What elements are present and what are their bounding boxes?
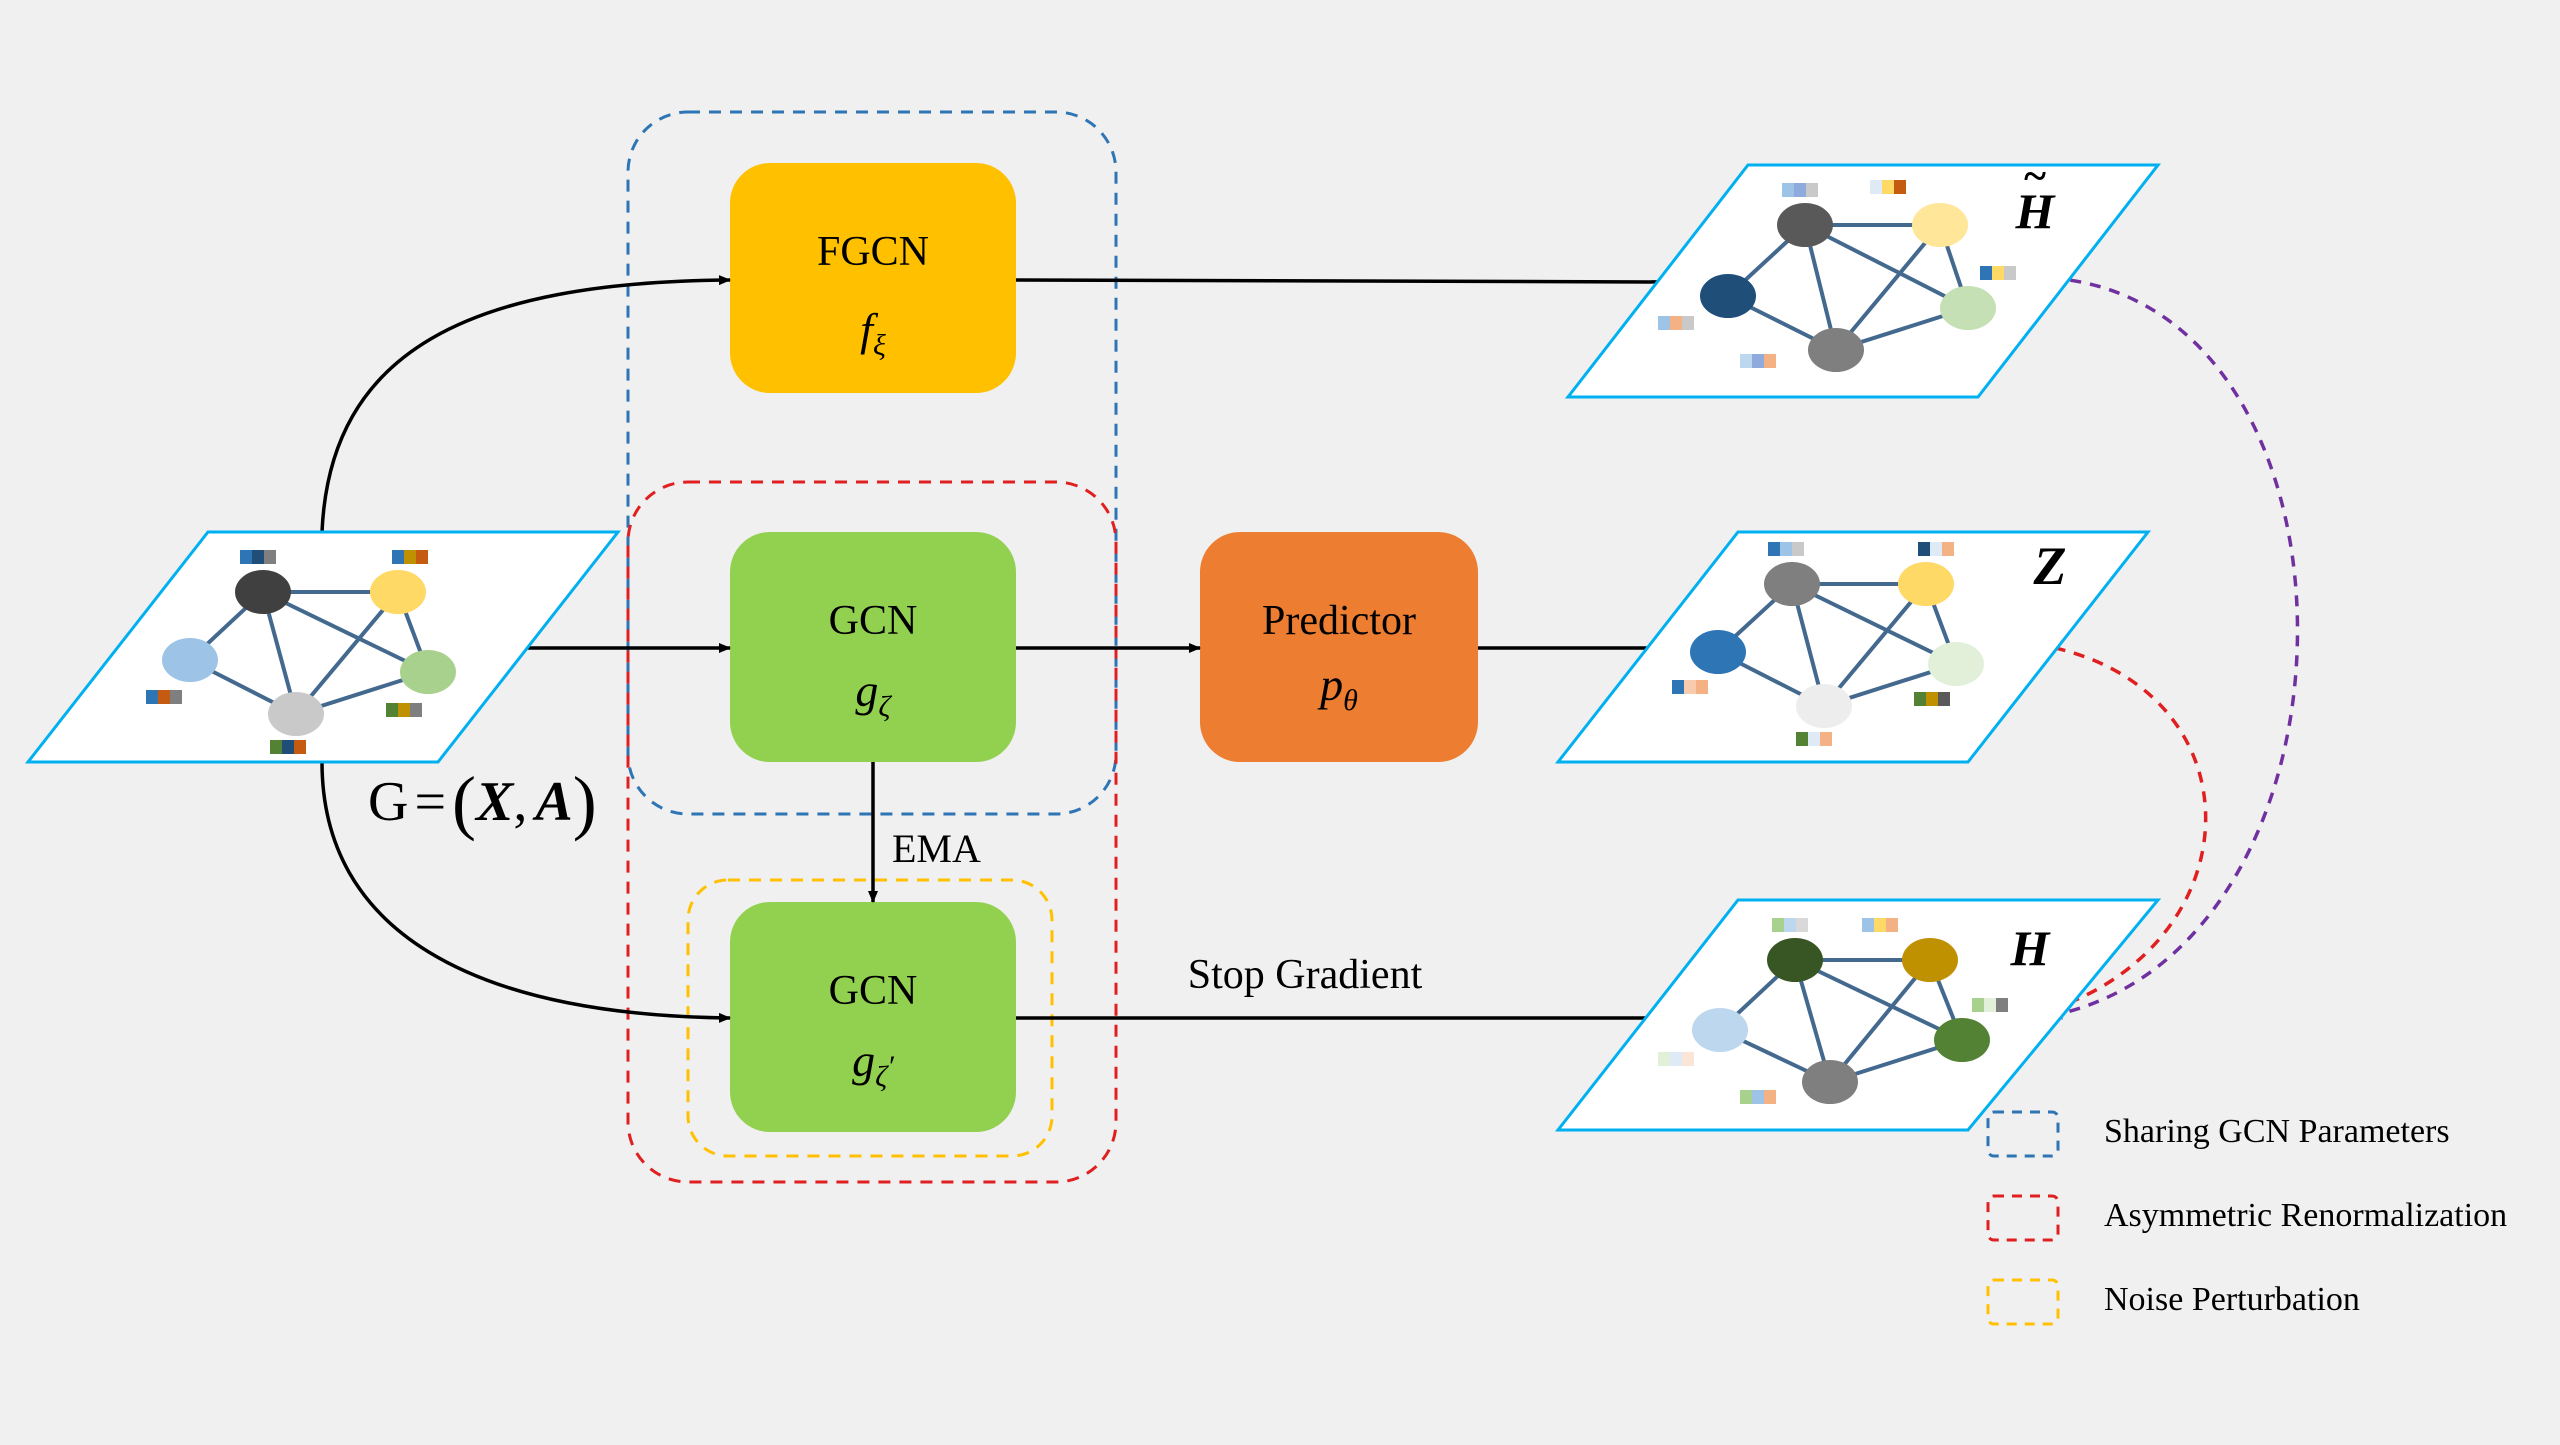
fgcn-box [730,163,1016,393]
feature-swatch [392,550,428,564]
gcn-online-title: GCN [829,598,918,644]
input-node [400,650,456,694]
feature-swatch [386,703,422,717]
gcn-target-box [730,902,1016,1132]
h-tilde-node [1940,286,1996,330]
h-tilde-node [1912,203,1968,247]
feature-swatch [1772,918,1808,932]
gcn-target-module: GCN gζ′ [730,902,1016,1132]
gcn-target-title: GCN [829,968,918,1014]
dashed-link-h-to-z [2033,639,2208,1012]
h-node [1692,1008,1748,1052]
h-node [1767,938,1823,982]
legend-swatch-noise [1986,1278,2060,1326]
feature-swatch [1658,1052,1694,1066]
predictor-module: Predictor pθ [1200,532,1478,762]
z-node [1690,630,1746,674]
dashed-link-h-to-htilde [2048,272,2300,1020]
feature-swatch [146,690,182,704]
predictor-box [1200,532,1478,762]
legend-label-noise: Noise Perturbation [2104,1281,2360,1318]
ema-label: EMA [892,826,981,871]
legend-label-asymmetric: Asymmetric Renormalization [2104,1197,2507,1234]
legend-label-sharing: Sharing GCN Parameters [2104,1113,2450,1150]
output-graph-h-tilde: H ~ [1564,154,2162,399]
z-node [1898,562,1954,606]
h-node [1802,1060,1858,1104]
feature-swatch [1862,918,1898,932]
h-tilde-node [1808,328,1864,372]
output-graph-z: Z [1554,530,2152,764]
legend-swatch-asymmetric [1986,1194,2060,1242]
feature-swatch [1658,316,1694,330]
input-graph-formula: G=(X,A) [368,762,597,842]
legend-swatch-sharing [1986,1110,2060,1158]
gcn-online-module: GCN gζ [730,532,1016,762]
feature-swatch [1918,542,1954,556]
feature-swatch [240,550,276,564]
h-label: H [2010,920,2052,976]
gcn-target-symbol: gζ′ [852,1035,894,1093]
feature-swatch [270,740,306,754]
legend: Sharing GCN Parameters Asymmetric Renorm… [1986,1110,2507,1326]
sharing-params-box [626,110,1118,816]
output-graph-h: H [1554,898,2162,1132]
feature-swatch [1980,266,2016,280]
h-tilde-accent: ~ [2024,154,2046,200]
feature-swatch [1740,1090,1776,1104]
input-graph-plane [24,530,622,764]
feature-swatch [1740,354,1776,368]
predictor-symbol: pθ [1317,659,1358,717]
h-plane [1554,898,2162,1132]
input-node [162,638,218,682]
h-tilde-plane [1564,163,2162,399]
h-node [1934,1018,1990,1062]
z-node [1796,684,1852,728]
fgcn-title: FGCN [817,229,929,275]
stop-gradient-label: Stop Gradient [1188,952,1423,998]
fgcn-module: FGCN fξ [730,163,1016,393]
input-node [268,692,324,736]
h-tilde-node [1700,274,1756,318]
z-node [1764,562,1820,606]
input-node [370,570,426,614]
z-plane [1554,530,2152,764]
z-label: Z [2033,536,2067,596]
predictor-title: Predictor [1262,598,1416,644]
h-tilde-label: H [2015,183,2057,239]
arrow-input-to-fgcn [320,275,731,533]
h-tilde-node [1777,203,1833,247]
feature-swatch [1914,692,1950,706]
gcn-online-symbol: gζ [855,665,892,723]
feature-swatch [1870,180,1906,194]
feature-swatch [1972,998,2008,1012]
feature-swatch [1796,732,1832,746]
feature-swatch [1782,183,1818,197]
arrow-input-to-gcn-target [320,761,731,1023]
feature-swatch [1768,542,1804,556]
input-node [235,570,291,614]
gcn-online-box [730,532,1016,762]
h-node [1902,938,1958,982]
z-node [1928,642,1984,686]
input-graph [24,530,622,764]
feature-swatch [1672,680,1708,694]
arrow-fgcn-to-htilde [1015,276,1673,287]
